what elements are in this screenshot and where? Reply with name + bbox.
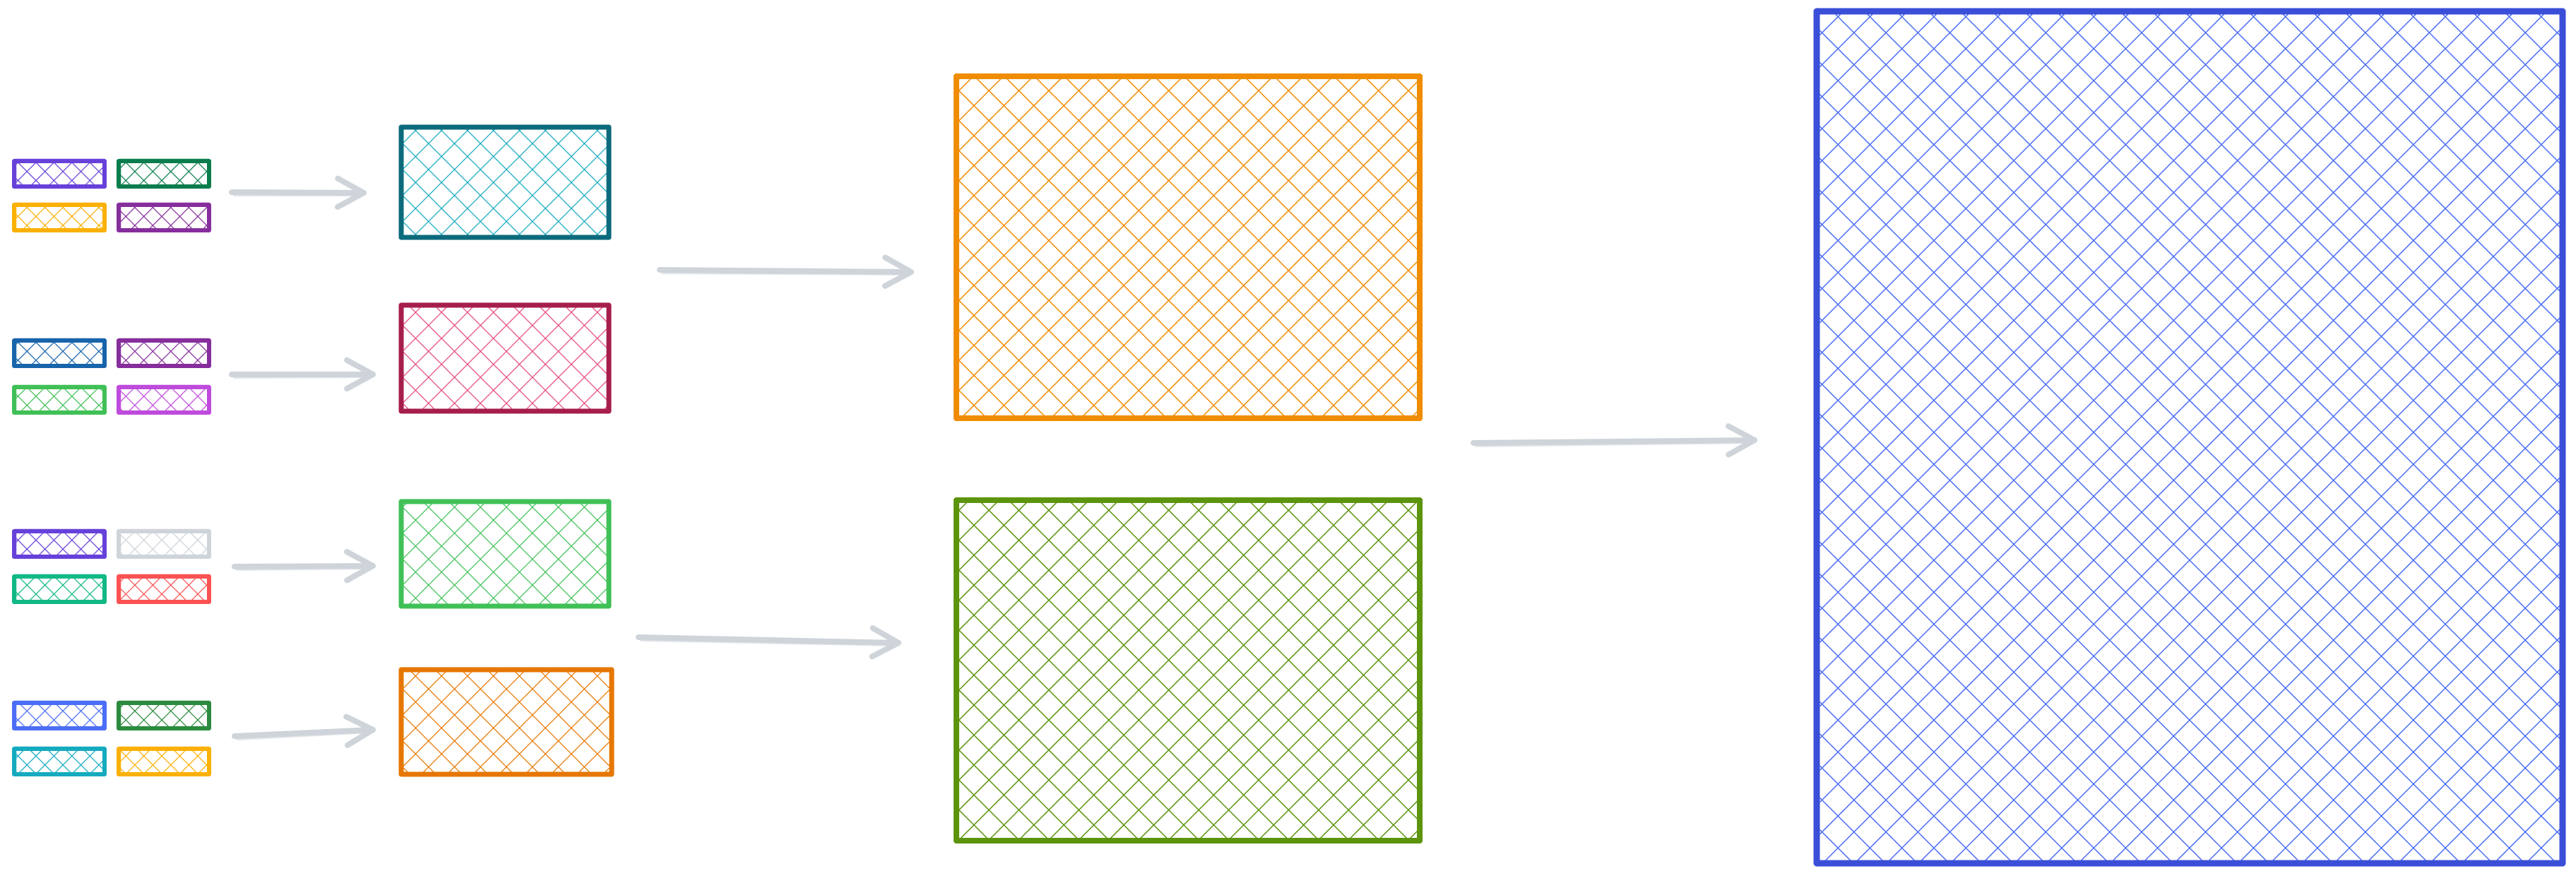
mid-block-3 [398, 499, 612, 609]
mid-block-1 [398, 124, 612, 240]
arrows-layer [229, 175, 1757, 748]
large-block-1 [954, 73, 1423, 421]
small-block-g2-3 [12, 384, 107, 415]
small-block-g4-2 [117, 700, 211, 730]
mid-block-4 [398, 667, 615, 777]
arrow-large-to-final [1471, 423, 1757, 458]
mid-block-2 [398, 302, 612, 414]
small-block-g1-3 [12, 202, 107, 232]
arrow-mid-pair-2-to-large [636, 625, 901, 660]
small-block-g4-1 [12, 700, 107, 730]
arrow-group-4-to-mid [232, 714, 376, 748]
small-block-g2-2 [117, 338, 211, 368]
blocks-layer [12, 8, 2566, 867]
small-block-g3-2 [117, 528, 211, 559]
small-block-g4-4 [117, 746, 211, 776]
arrow-group-1-to-mid [229, 175, 367, 210]
arrow-group-2-to-mid [229, 357, 376, 392]
small-block-g3-1 [12, 528, 107, 559]
small-block-g4-3 [12, 746, 107, 776]
small-block-g2-1 [12, 338, 107, 368]
small-block-g3-4 [117, 574, 211, 604]
arrow-group-3-to-mid [232, 549, 376, 584]
small-block-g1-1 [12, 158, 107, 189]
small-block-g2-4 [117, 384, 211, 415]
small-block-g1-2 [117, 158, 211, 189]
arrow-mid-pair-1-to-large [657, 254, 914, 289]
small-block-g1-4 [117, 202, 211, 232]
final-block [1813, 8, 2566, 867]
large-block-2 [954, 497, 1423, 844]
small-block-g3-3 [12, 574, 107, 604]
